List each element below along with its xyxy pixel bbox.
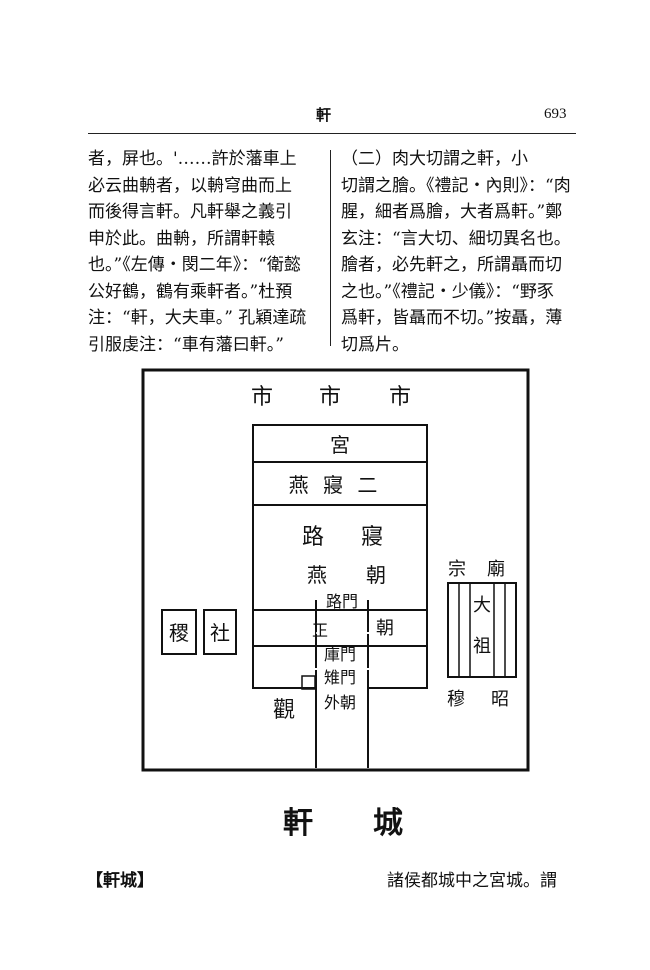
text-line: （二）肉大切謂之軒，小 [341, 149, 528, 169]
text-line: 申於此。曲輈，所謂軒轅 [88, 228, 275, 249]
ji-label: 稷 [169, 621, 189, 645]
entry-headword: 【軒城】 [86, 871, 154, 891]
text-line: 引服虔注：“車有藩曰軒。” [88, 334, 284, 355]
she-label: 社 [210, 621, 230, 645]
text-line: 注：“軒，大夫車。” 孔穎達疏 [88, 308, 307, 328]
zu-label: 祖 [473, 636, 491, 657]
lumen-label: 路門 [326, 592, 358, 611]
palace-label: 宮 [330, 433, 350, 457]
left-text-column: 者，屏也。'……許於藩車上 必云曲輈者，以輈穹曲而上 而後得言軒。凡軒舉之義引 … [88, 146, 320, 358]
zhengchao-label: 正 [312, 621, 328, 640]
guan-tower-marker [301, 675, 316, 690]
entry-definition: 諸侯都城中之宮城。謂 [387, 871, 557, 891]
market-label: 市 [389, 385, 411, 410]
yan-label: 燕 [307, 563, 327, 587]
zong-label: 宗 [448, 559, 466, 580]
text-line: 膾者，必先軒之，所謂聶而切 [341, 255, 562, 275]
text-line: 爲軒，皆聶而不切。”按聶，薄 [341, 308, 563, 328]
column-divider [330, 150, 331, 346]
text-line: 玄注：“言大切、細切異名也。 [341, 228, 571, 249]
zhimen-label: 雉門 [324, 668, 356, 687]
lu-label: 路 [302, 525, 324, 550]
text-line: 切謂之膾。《禮記・內則》：“肉 [341, 175, 571, 196]
text-line: 也。”《左傳・閔二年》：“衛懿 [88, 255, 301, 275]
text-line: 者，屏也。'……許於藩車上 [88, 149, 297, 169]
header-rule [88, 133, 576, 134]
ji-altar [161, 609, 197, 655]
market-label: 市 [319, 385, 341, 410]
page-number: 693 [544, 106, 567, 122]
miao-label: 廟 [487, 559, 505, 580]
zhao-label: 昭 [491, 689, 509, 710]
guan-label: 觀 [273, 698, 295, 723]
city-wall [141, 368, 530, 772]
kumen-label: 庫門 [324, 645, 356, 664]
chao-label: 朝 [366, 563, 386, 587]
ancestral-temple [447, 582, 517, 678]
market-label: 市 [251, 385, 273, 410]
palace-enclosure [252, 424, 428, 768]
tai-label: 大 [473, 595, 491, 616]
yanqin-label: 燕 寢 二 [289, 473, 382, 497]
text-line: 腥，細者爲膾，大者爲軒。”鄭 [341, 202, 563, 222]
she-altar [203, 609, 237, 655]
waichao-label: 外朝 [324, 693, 356, 712]
diagram-title-char: 軒 [283, 806, 313, 841]
right-text-column: （二）肉大切謂之軒，小 切謂之膾。《禮記・內則》：“肉 腥，細者爲膾，大者爲軒。… [341, 146, 581, 358]
text-line: 切爲片。 [341, 334, 409, 355]
mu-label: 穆 [447, 689, 465, 710]
text-line: 而後得言軒。凡軒舉之義引 [88, 202, 292, 222]
running-head-word: 軒 [316, 106, 334, 124]
text-line: 之也。”《禮記・少儀》：“野豕 [341, 281, 554, 302]
text-line: 公好鶴，鶴有乘軒者。”杜預 [88, 281, 293, 302]
text-line: 必云曲輈者，以輈穹曲而上 [88, 175, 292, 196]
zhichao-label: 朝 [376, 618, 394, 639]
qin-label: 寢 [361, 525, 383, 550]
diagram-title-char: 城 [373, 806, 403, 841]
